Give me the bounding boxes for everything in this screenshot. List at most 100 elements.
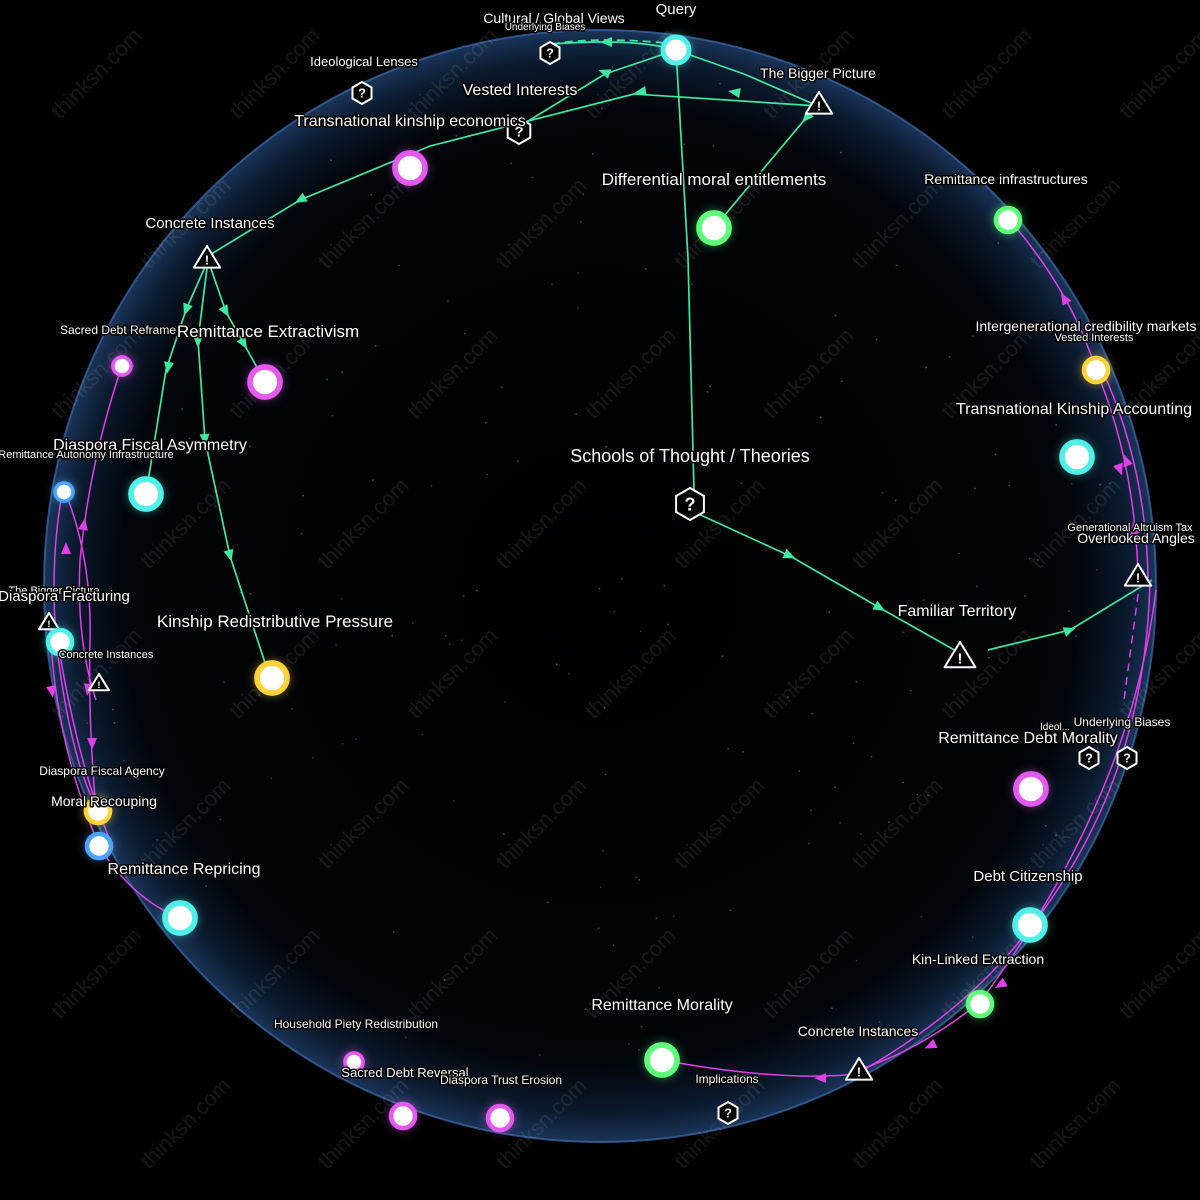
node-piety[interactable]: Household Piety Redistribution	[272, 1016, 440, 1073]
node-circle[interactable]	[45, 627, 75, 657]
node-repricing[interactable]: Remittance Repricing	[106, 860, 262, 936]
node-sacred-reversal[interactable]: Sacred Debt Reversal	[340, 1064, 470, 1131]
star	[223, 681, 225, 684]
node-concrete-top[interactable]: !Concrete Instances	[144, 214, 276, 269]
node-dfa[interactable]: Diaspora Fiscal Asymmetry	[52, 436, 248, 512]
node-circle[interactable]	[965, 989, 995, 1019]
node-overlooked[interactable]: !Overlooked Angles	[1076, 529, 1196, 587]
node-circle[interactable]	[247, 364, 283, 400]
star	[568, 672, 571, 675]
node-circle[interactable]	[696, 210, 732, 246]
node-ideol-right[interactable]: ?Ideol...	[1038, 721, 1100, 771]
node-circle[interactable]	[1059, 439, 1095, 475]
warning-triangle-icon[interactable]	[844, 1057, 874, 1081]
star	[447, 300, 449, 303]
node-label: Schools of Thought / Theories	[570, 446, 809, 466]
node-query[interactable]: Query	[654, 0, 698, 66]
node-vested: Vested Interests	[461, 81, 579, 101]
node-familiar[interactable]: !Familiar Territory	[896, 602, 1018, 669]
question-hex-icon[interactable]	[717, 1100, 739, 1126]
star	[122, 759, 125, 762]
node-fracturing[interactable]: Diaspora Fracturing	[0, 587, 131, 657]
node-repricing-blue[interactable]	[84, 831, 114, 861]
node-recouping[interactable]: Moral Recouping	[50, 792, 158, 826]
node-bigger-picture[interactable]: !The Bigger Picture	[759, 64, 878, 115]
star	[639, 630, 642, 633]
node-circle[interactable]	[644, 1042, 680, 1078]
node-ideological[interactable]: ?Ideological Lenses	[309, 53, 420, 106]
node-circle[interactable]	[1012, 907, 1048, 943]
question-hex-icon[interactable]	[675, 486, 705, 522]
warning-triangle-icon[interactable]	[943, 641, 977, 669]
node-concrete-bottom[interactable]: !Concrete Instances	[796, 1022, 920, 1081]
node-circle[interactable]	[1081, 355, 1111, 385]
warning-triangle-icon[interactable]	[88, 673, 110, 692]
star	[839, 821, 842, 824]
node-transnational-econ[interactable]: ?Transnational kinship economics	[293, 112, 532, 146]
edge-arrow	[164, 361, 174, 374]
edge-arrow	[183, 302, 193, 316]
node-circle[interactable]	[660, 34, 692, 66]
node-concrete-left[interactable]: !Concrete Instances	[57, 648, 155, 692]
node-schools[interactable]: ?Schools of Thought / Theories	[569, 445, 811, 522]
warning-triangle-icon[interactable]	[804, 91, 834, 115]
star	[331, 414, 334, 417]
node-circle[interactable]	[111, 355, 133, 377]
node-differential[interactable]: Differential moral entitlements	[600, 169, 828, 246]
node-underlying-right[interactable]: ?Underlying Biases	[1072, 714, 1172, 771]
node-circle[interactable]	[1013, 771, 1049, 807]
edge-arrow	[814, 1073, 826, 1083]
star	[948, 356, 951, 358]
node-circle[interactable]	[84, 831, 114, 861]
node-circle[interactable]	[485, 1103, 515, 1133]
node-circle[interactable]	[392, 150, 428, 186]
node-circle[interactable]	[254, 660, 290, 696]
star	[613, 610, 616, 613]
node-label: Moral Recouping	[51, 793, 157, 809]
node-sacred-reframe[interactable]: Sacred Debt Reframe	[58, 322, 178, 377]
node-tka[interactable]: Transnational Kinship Accounting	[955, 400, 1194, 475]
node-intergen[interactable]: Intergenerational credibility markets	[974, 317, 1198, 385]
question-hex-icon[interactable]	[1078, 745, 1100, 771]
node-cultural[interactable]: ?Cultural / Global Views	[482, 9, 626, 66]
node-circle[interactable]	[388, 1101, 418, 1131]
warning-triangle-icon[interactable]	[1123, 563, 1153, 587]
node-trust-erosion[interactable]: Diaspora Trust Erosion	[438, 1072, 564, 1133]
node-circle[interactable]	[343, 1051, 365, 1073]
node-gen-altruism: Generational Altruism Tax	[1066, 521, 1195, 536]
node-circle[interactable]	[128, 476, 164, 512]
node-remit-infra[interactable]: Remittance infrastructures	[923, 170, 1089, 235]
star	[841, 380, 843, 383]
node-circle[interactable]	[53, 481, 75, 503]
edge-arrow	[87, 738, 97, 750]
node-kinship-pressure[interactable]: Kinship Redistributive Pressure	[155, 611, 395, 696]
node-autonomy[interactable]: Remittance Autonomy Infrastructure	[0, 448, 175, 503]
warning-triangle-icon[interactable]	[192, 245, 222, 269]
node-extractivism[interactable]: Remittance Extractivism	[175, 321, 361, 400]
node-circle[interactable]	[83, 796, 113, 826]
node-label: Remittance Autonomy Infrastructure	[0, 449, 174, 461]
node-label: The Bigger Picture	[8, 585, 99, 597]
star	[1055, 834, 1057, 837]
node-debt-citizenship[interactable]: Debt Citizenship	[972, 867, 1084, 943]
node-label: Remittance Repricing	[108, 861, 261, 878]
node-purple-top[interactable]	[392, 150, 428, 186]
star	[404, 1036, 407, 1039]
node-circle[interactable]	[162, 900, 198, 936]
question-hex-icon[interactable]	[539, 40, 561, 66]
warning-triangle-icon[interactable]	[38, 612, 60, 631]
question-hex-icon[interactable]	[1116, 745, 1138, 771]
edge	[1007, 217, 1097, 371]
watermark-text: thinksn.com	[46, 923, 147, 1024]
node-implications[interactable]: ?Implications	[694, 1071, 760, 1126]
node-bigger-left[interactable]: !The Bigger Picture	[7, 584, 101, 631]
node-debt-morality[interactable]: Remittance Debt Morality	[937, 729, 1119, 807]
star	[988, 656, 991, 659]
question-hex-icon[interactable]	[506, 116, 532, 146]
question-hex-icon[interactable]	[351, 80, 373, 106]
node-circle[interactable]	[993, 205, 1023, 235]
node-morality[interactable]: Remittance Morality	[590, 996, 734, 1078]
node-label: Vested Interests	[463, 82, 578, 99]
node-kin-linked[interactable]: Kin-Linked Extraction	[910, 950, 1046, 1019]
